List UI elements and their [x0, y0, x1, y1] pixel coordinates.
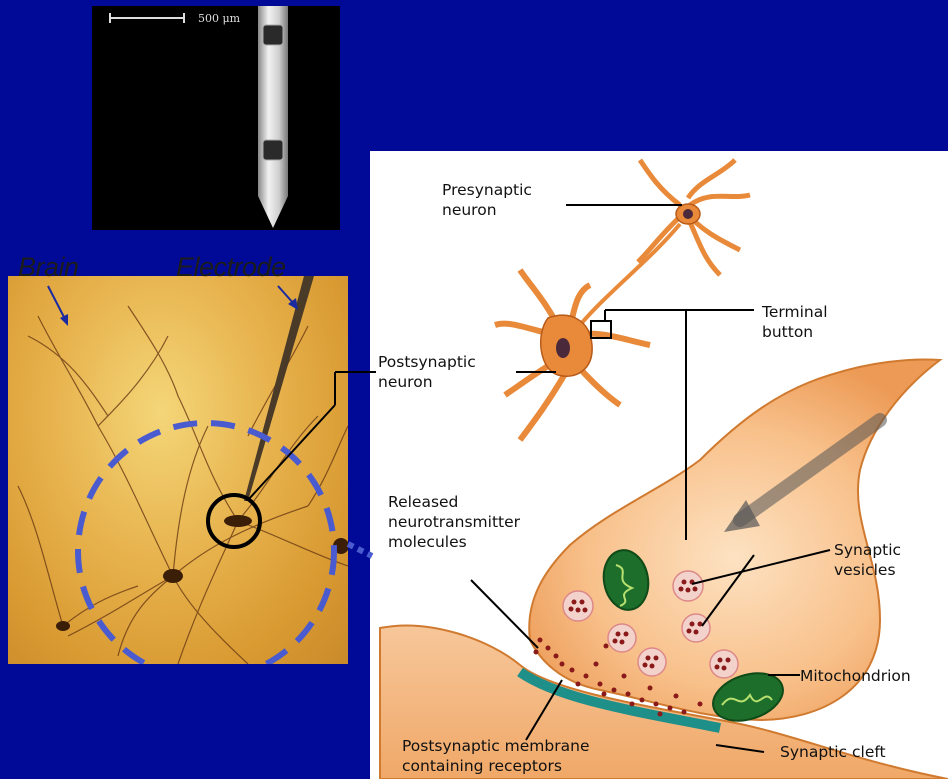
synaptic-vesicles-label: Synaptic vesicles — [834, 540, 901, 580]
postsynaptic-membrane-label: Postsynaptic membrane containing recepto… — [402, 736, 589, 776]
dashed-connector — [348, 544, 372, 556]
presynaptic-neuron-label: Presynaptic neuron — [442, 180, 532, 220]
terminal-button-label: Terminal button — [762, 302, 828, 342]
presynaptic-nucleus — [683, 209, 693, 219]
postsynaptic-neuron-label: Postsynaptic neuron — [378, 352, 476, 392]
presynaptic-neuron — [580, 160, 750, 325]
released-neurotransmitter-label: Released neurotransmitter molecules — [388, 492, 520, 552]
mitochondrion-label: Mitochondrion — [800, 666, 911, 686]
synaptic-cleft-label: Synaptic cleft — [780, 742, 886, 762]
postsynaptic-nucleus — [556, 338, 570, 358]
postsynaptic-neuron — [495, 270, 650, 440]
